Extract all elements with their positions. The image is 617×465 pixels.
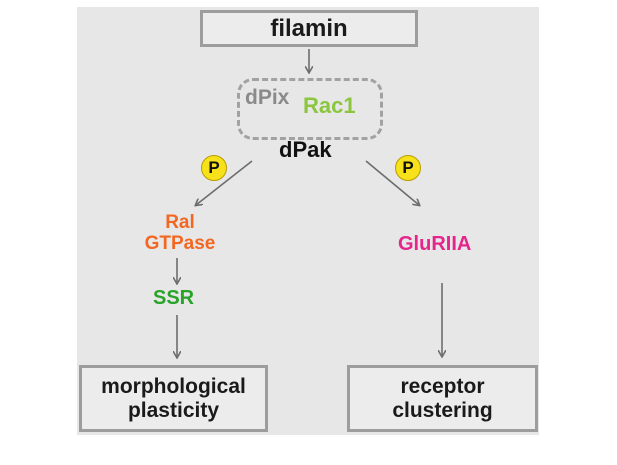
dpix-label: dPix <box>245 86 290 109</box>
phosphorylation-right-badge: P <box>395 155 421 181</box>
phosphorylation-right-label: P <box>402 158 414 177</box>
ral-label-line2: GTPase <box>144 233 216 254</box>
morphological-label: morphological <box>101 374 246 398</box>
plasticity-label: plasticity <box>127 398 220 422</box>
filamin-box: filamin <box>200 10 418 47</box>
ral-gtpase-label: Ral GTPase <box>130 212 230 254</box>
ssr-label: SSR <box>153 287 195 309</box>
rac1-label: Rac1 <box>303 93 356 118</box>
filamin-label: filamin <box>270 14 348 42</box>
arrow-dpak-to-glurIIA <box>365 160 419 205</box>
dpak-label: dPak <box>279 137 332 162</box>
arrow-dpak-to-ral <box>196 160 253 205</box>
clustering-label: clustering <box>392 398 493 422</box>
ral-label-line1: Ral <box>165 212 195 233</box>
morphological-plasticity-box: morphological plasticity <box>79 365 268 432</box>
receptor-label: receptor <box>400 374 485 398</box>
dpix-rac1-complex-outline <box>237 78 383 140</box>
glurIIA-label: GluRIIA <box>398 233 472 255</box>
phosphorylation-left-badge: P <box>201 155 227 181</box>
receptor-clustering-box: receptor clustering <box>347 365 538 432</box>
phosphorylation-left-label: P <box>208 158 220 177</box>
